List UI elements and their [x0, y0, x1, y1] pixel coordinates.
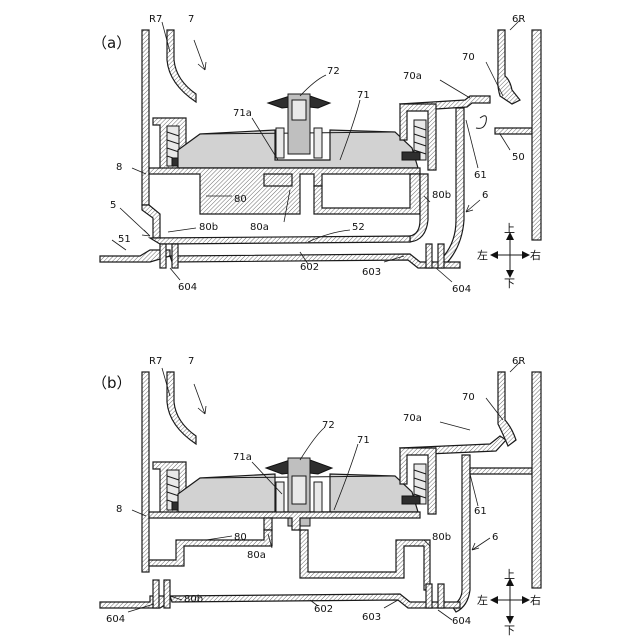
label-50: 50 [512, 152, 525, 163]
fastener-72 [268, 94, 330, 158]
label-R7: R7 [149, 14, 162, 25]
label-80b: 80b [184, 594, 203, 605]
label-604-left: 604 [178, 282, 197, 293]
label-70a: 70a [403, 71, 422, 82]
floor-channel-right [300, 530, 430, 590]
label-5: 5 [110, 200, 116, 211]
label-70a: 70a [403, 413, 422, 424]
dir-right: 右 [530, 248, 541, 262]
label-603: 603 [362, 612, 381, 623]
floor-step-80a [264, 174, 292, 186]
label-8: 8 [116, 504, 122, 515]
panel-a: （a） R7 7 72 6R 70 70a 71a 71 50 61 8 80 … [92, 14, 541, 295]
label-602: 602 [300, 262, 319, 273]
beam-to-6r [470, 468, 532, 474]
label-71a: 71a [233, 108, 252, 119]
label-71: 71 [357, 90, 370, 101]
label-6R: 6R [512, 356, 525, 367]
label-71a: 71a [233, 452, 252, 463]
label-R7: R7 [149, 356, 162, 367]
side-wall-6 [452, 455, 470, 612]
label-6: 6 [482, 190, 488, 201]
label-71: 71 [357, 435, 370, 446]
side-wall-6 [438, 108, 464, 266]
label-51: 51 [118, 234, 131, 245]
label-7: 7 [188, 14, 194, 25]
floor-recess-right [314, 174, 420, 214]
label-72: 72 [327, 66, 340, 77]
panel-b: （b） R7 7 6R 72 70 70a 71a 71 8 80 80b 6 … [92, 356, 541, 637]
base-floor-602 [150, 236, 410, 244]
floor-step-80a [264, 518, 272, 530]
label-602: 602 [314, 604, 333, 615]
dir-left: 左 [477, 249, 488, 262]
label-70: 70 [462, 52, 475, 63]
label-80b-top: 80b [432, 532, 451, 543]
upper-right-wall-70 [498, 372, 516, 446]
beam-to-6r [495, 128, 532, 134]
label-7: 7 [188, 356, 194, 367]
dir-right: 右 [530, 593, 541, 607]
panel-6R [532, 30, 541, 240]
outer-wall-left [142, 372, 149, 572]
label-80b: 80b [199, 222, 218, 233]
label-604-left: 604 [106, 614, 125, 625]
lower-floor-left [142, 205, 160, 238]
direction-indicator [490, 578, 530, 624]
dir-up: 上 [504, 568, 515, 581]
hook-61 [476, 116, 486, 129]
floor-plate-80 [149, 512, 420, 530]
label-603: 603 [362, 267, 381, 278]
label-61: 61 [474, 506, 487, 517]
outer-wall-left [142, 30, 149, 205]
label-80a: 80a [250, 222, 269, 233]
label-52: 52 [352, 222, 365, 233]
label-604-right: 604 [452, 616, 471, 627]
structure-drawing [100, 30, 541, 268]
dir-left: 左 [477, 594, 488, 607]
dir-down: 下 [504, 277, 515, 290]
label-8: 8 [116, 162, 122, 173]
dir-up: 上 [504, 222, 515, 235]
label-72: 72 [322, 420, 335, 431]
inner-curved-wall [167, 30, 196, 102]
label-6: 6 [492, 532, 498, 543]
inner-curved-wall [167, 372, 196, 444]
panel-label: （b） [92, 374, 132, 392]
dir-down: 下 [504, 624, 515, 637]
label-61: 61 [474, 170, 487, 181]
label-80: 80 [234, 532, 247, 543]
label-80a: 80a [247, 550, 266, 561]
label-6R: 6R [512, 14, 525, 25]
label-80: 80 [234, 194, 247, 205]
label-604-right: 604 [452, 284, 471, 295]
panel-6R [532, 372, 541, 588]
direction-indicator [490, 232, 530, 278]
panel-label: （a） [92, 34, 131, 52]
label-70: 70 [462, 392, 475, 403]
label-80b-top: 80b [432, 190, 451, 201]
